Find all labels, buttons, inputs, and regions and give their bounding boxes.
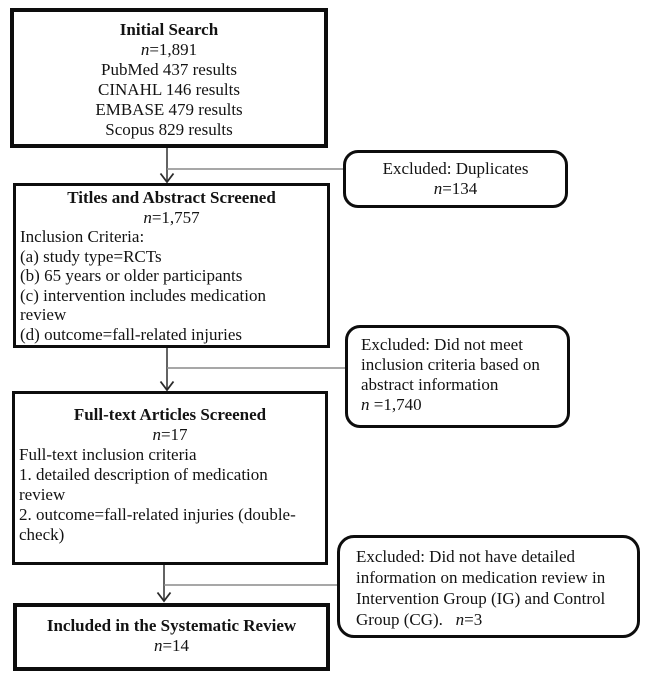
excluded-abstract-n: n =1,740 [361, 395, 422, 414]
titles-abstract-screened-title: Titles and Abstract Screened [67, 188, 276, 207]
excluded-abstract-line: abstract information [361, 375, 499, 394]
fulltext-screened-n: n=17 [152, 425, 188, 444]
arrowhead-fulltext-to-included [156, 591, 172, 603]
initial-search-line: PubMed 437 results [101, 60, 237, 79]
fulltext-criteria-line: 1. detailed description of medication [19, 465, 268, 484]
fulltext-screened-box: Full-text Articles Screened n=17 Full-te… [12, 391, 328, 565]
fulltext-criteria-line: check) [19, 525, 65, 544]
excluded-abstract-line: inclusion criteria based on [361, 355, 540, 374]
excluded-duplicates-box: Excluded: Duplicates n=134 [343, 150, 568, 208]
excluded-duplicates-line: Excluded: Duplicates [382, 159, 529, 178]
inclusion-criteria-line: Inclusion Criteria: [20, 227, 145, 246]
initial-search-n: n=1,891 [140, 40, 198, 59]
excluded-abstract-line: Excluded: Did not meet [361, 335, 523, 354]
excluded-detail-line: information on medication review in [356, 568, 606, 587]
excluded-detail-n: Group (CG). n=3 [356, 610, 483, 629]
fulltext-screened-title: Full-text Articles Screened [73, 405, 267, 424]
included-review-title: Included in the Systematic Review [46, 616, 297, 635]
arrowhead-screened-to-fulltext [159, 380, 175, 392]
initial-search-line: CINAHL 146 results [98, 80, 240, 99]
titles-abstract-screened-box: Titles and Abstract Screened n=1,757 Inc… [13, 183, 330, 348]
initial-search-box: Initial Search n=1,891 PubMed 437 result… [10, 8, 328, 148]
fulltext-criteria-line: review [19, 485, 66, 504]
initial-search-title: Initial Search [119, 20, 219, 39]
excluded-abstract-box: Excluded: Did not meet inclusion criteri… [345, 325, 570, 428]
inclusion-criteria-line: (c) intervention includes medication [20, 285, 266, 305]
excluded-duplicates-n: n=134 [433, 179, 478, 198]
inclusion-criteria-line: (a) study type=RCTs [20, 246, 162, 266]
titles-abstract-screened-n: n=1,757 [143, 207, 200, 227]
inclusion-criteria-line: (b) 65 years or older participants [20, 266, 243, 285]
initial-search-line: Scopus 829 results [105, 120, 233, 139]
excluded-detail-box: Excluded: Did not have detailed informat… [337, 535, 640, 638]
inclusion-criteria-line: (d) outcome=fall-related injuries [20, 324, 242, 344]
fulltext-criteria-line: Full-text inclusion criteria [19, 445, 197, 464]
arrowhead-initial-to-screened [159, 172, 175, 184]
excluded-detail-line: Excluded: Did not have detailed [356, 547, 576, 566]
inclusion-criteria-line: review [20, 305, 67, 324]
included-review-n: n=14 [153, 636, 190, 655]
excluded-detail-line: Intervention Group (IG) and Control [356, 589, 606, 608]
included-review-box: Included in the Systematic Review n=14 [13, 603, 330, 671]
fulltext-criteria-line: 2. outcome=fall-related injuries (double… [19, 505, 296, 524]
initial-search-line: EMBASE 479 results [95, 100, 243, 119]
